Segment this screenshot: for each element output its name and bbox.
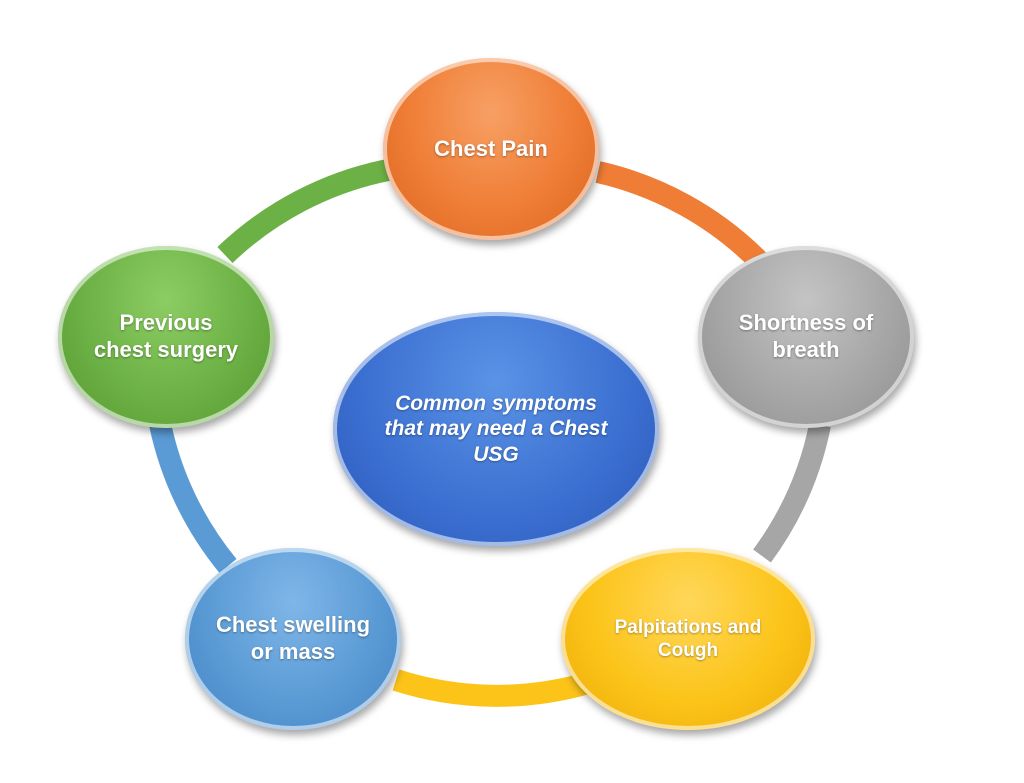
node-palpitations-and-cough-label: Palpitations and Cough: [614, 616, 762, 661]
node-palpitations-and-cough: Palpitations and Cough: [561, 548, 815, 730]
center-circle-label: Common symptoms that may need a Chest US…: [384, 391, 608, 466]
node-previous-chest-surgery: Previous chest surgery: [58, 246, 274, 428]
node-shortness-of-breath-label: Shortness of breath: [738, 310, 874, 362]
node-chest-swelling-or-mass-label: Chest swelling or mass: [215, 612, 371, 664]
ring-segment-green: [217, 159, 391, 263]
node-shortness-of-breath: Shortness of breath: [698, 246, 914, 428]
node-chest-pain-label: Chest Pain: [434, 135, 548, 161]
ring-segment-gray: [753, 422, 831, 563]
ring-segment-yellow: [392, 669, 592, 707]
ring-segment-blue: [149, 421, 237, 573]
node-previous-chest-surgery-label: Previous chest surgery: [93, 310, 239, 362]
ring-segment-orange: [595, 161, 768, 270]
node-chest-swelling-or-mass: Chest swelling or mass: [185, 548, 401, 730]
node-chest-pain: Chest Pain: [383, 58, 599, 240]
center-circle: Common symptoms that may need a Chest US…: [333, 312, 659, 546]
